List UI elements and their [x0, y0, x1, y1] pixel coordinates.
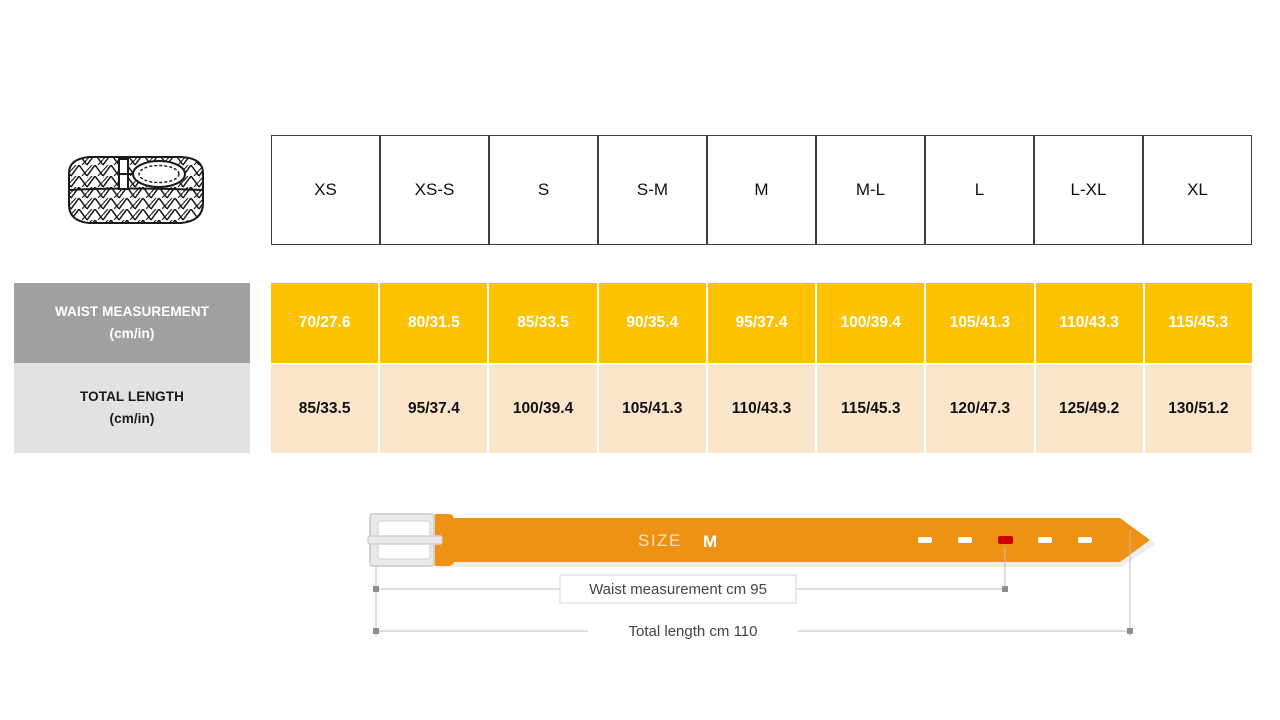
- table-cell: 100/39.4: [489, 363, 599, 453]
- total-length-label: TOTAL LENGTH: [80, 389, 184, 405]
- waist-measurement-label-cell: WAIST MEASUREMENT (cm/in): [14, 283, 250, 363]
- waist-measurement-callout: Waist measurement cm 95: [589, 581, 767, 598]
- header-corner-cell: [14, 135, 250, 245]
- total-dimension-start-marker: [373, 628, 379, 634]
- size-header-xs: XS: [271, 135, 380, 245]
- table-cell: 100/39.4: [817, 283, 927, 363]
- label-gutter: [250, 283, 271, 363]
- product-belt-icon: [55, 143, 215, 238]
- total-label-backdrop: [588, 618, 798, 644]
- waist-label-box: [559, 574, 797, 604]
- waist-measurement-row: WAIST MEASUREMENT (cm/in) 70/27.6 80/31.…: [14, 283, 1252, 363]
- size-header-xl: XL: [1143, 135, 1252, 245]
- table-cell: 125/49.2: [1035, 363, 1145, 453]
- waist-measurement-cells: 70/27.6 80/31.5 85/33.5 90/35.4 95/37.4 …: [271, 283, 1252, 363]
- table-header-row: XS XS-S S S-M M M-L L L-XL XL: [14, 135, 1252, 245]
- belt-size-value: M: [703, 532, 717, 551]
- table-cell: 80/31.5: [380, 283, 490, 363]
- waist-measurement-unit: (cm/in): [109, 326, 155, 341]
- braided-belt-illustration: [68, 156, 204, 224]
- buckle-crossbar: [367, 535, 443, 545]
- size-chart-table: XS XS-S S S-M M M-L L L-XL XL WAIST MEAS…: [14, 135, 1252, 453]
- table-cell: 85/33.5: [489, 283, 599, 363]
- belt-hole-5: [1078, 537, 1092, 543]
- table-cell: 85/33.5: [271, 363, 381, 453]
- waist-measurement-label: WAIST MEASUREMENT: [55, 304, 209, 320]
- belt-hole-2: [958, 537, 972, 543]
- table-cell: 95/37.4: [707, 283, 818, 363]
- size-header-xs-s: XS-S: [380, 135, 489, 245]
- table-cell: 115/45.3: [817, 363, 927, 453]
- belt-diagram-svg: SIZE M Waist measurement cm 95 Total len…: [367, 513, 1155, 644]
- table-cell: 90/35.4: [598, 283, 708, 363]
- waist-dimension-end-marker: [1002, 586, 1008, 592]
- belt-keeper-loop: [432, 514, 454, 566]
- total-length-row: TOTAL LENGTH (cm/in) 85/33.5 95/37.4 100…: [14, 363, 1252, 453]
- total-dimension-end-marker: [1127, 628, 1133, 634]
- belt-hole-active: [998, 536, 1013, 544]
- belt-measurement-diagram: SIZE M Waist measurement cm 95 Total len…: [360, 500, 1160, 650]
- size-header-m-l: M-L: [816, 135, 925, 245]
- table-cell: 115/45.3: [1144, 283, 1252, 363]
- table-spacer: [14, 245, 1252, 283]
- table-cell: 95/37.4: [380, 363, 490, 453]
- size-header-l-xl: L-XL: [1034, 135, 1143, 245]
- belt-strap: [440, 518, 1150, 562]
- table-cell: 70/27.6: [271, 283, 381, 363]
- belt-hole-4: [1038, 537, 1052, 543]
- table-cell: 105/41.3: [598, 363, 708, 453]
- table-cell: 105/41.3: [926, 283, 1036, 363]
- belt-size-prefix: SIZE: [638, 531, 682, 550]
- table-cell: 120/47.3: [926, 363, 1036, 453]
- table-cell: 110/43.3: [1035, 283, 1145, 363]
- belt-hole-1: [918, 537, 932, 543]
- total-length-cells: 85/33.5 95/37.4 100/39.4 105/41.3 110/43…: [271, 363, 1252, 453]
- size-header-l: L: [925, 135, 1034, 245]
- belt-shadow: [440, 540, 1155, 567]
- total-length-unit: (cm/in): [109, 411, 155, 426]
- label-gutter: [250, 135, 271, 245]
- label-gutter: [250, 363, 271, 453]
- size-header-cells: XS XS-S S S-M M M-L L L-XL XL: [271, 135, 1252, 245]
- size-header-m: M: [707, 135, 816, 245]
- waist-dimension-start-marker: [373, 586, 379, 592]
- size-header-s-m: S-M: [598, 135, 707, 245]
- table-cell: 110/43.3: [707, 363, 818, 453]
- total-length-label-cell: TOTAL LENGTH (cm/in): [14, 363, 250, 453]
- table-cell: 130/51.2: [1144, 363, 1252, 453]
- size-header-s: S: [489, 135, 598, 245]
- total-length-callout: Total length cm 110: [629, 623, 758, 640]
